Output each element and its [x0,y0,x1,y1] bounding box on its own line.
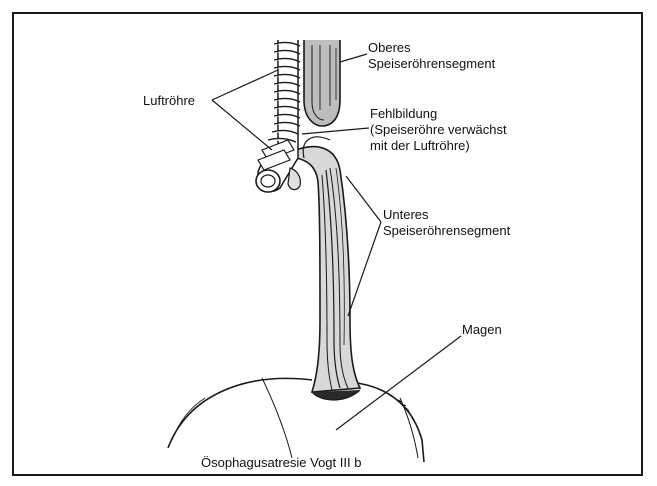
label-luftroehre: Luftröhre [143,93,195,109]
leader-luftroehre-lower [212,100,272,150]
label-magen-text: Magen [462,322,502,338]
label-oberes-line1: Oberes [368,40,495,56]
lower-esophagus-drawing [296,137,360,400]
leader-oberes [340,54,367,62]
figure-caption: Ösophagusatresie Vogt III b [201,455,361,471]
figure-caption-text: Ösophagusatresie Vogt III b [201,455,361,471]
label-luftroehre-text: Luftröhre [143,93,195,109]
label-fehlbildung: Fehlbildung (Speiseröhre verwächst mit d… [370,106,507,154]
stomach-drawing [168,378,424,462]
leader-unteres-lower [348,222,381,316]
upper-esophagus-drawing [304,40,340,126]
label-fehlbildung-line1: Fehlbildung [370,106,507,122]
leader-fehlbildung [302,128,369,134]
label-fehlbildung-line3: mit der Luftröhre) [370,138,507,154]
label-fehlbildung-line2: (Speiseröhre verwächst [370,122,507,138]
label-unteres-line2: Speiseröhrensegment [383,223,510,239]
label-magen: Magen [462,322,502,338]
label-unteres-segment: Unteres Speiseröhrensegment [383,207,510,239]
trachea-drawing [256,40,300,192]
label-oberes-line2: Speiseröhrensegment [368,56,495,72]
leader-unteres-upper [346,176,381,222]
label-oberes-segment: Oberes Speiseröhrensegment [368,40,495,72]
label-unteres-line1: Unteres [383,207,510,223]
leader-luftroehre-upper [212,70,278,100]
